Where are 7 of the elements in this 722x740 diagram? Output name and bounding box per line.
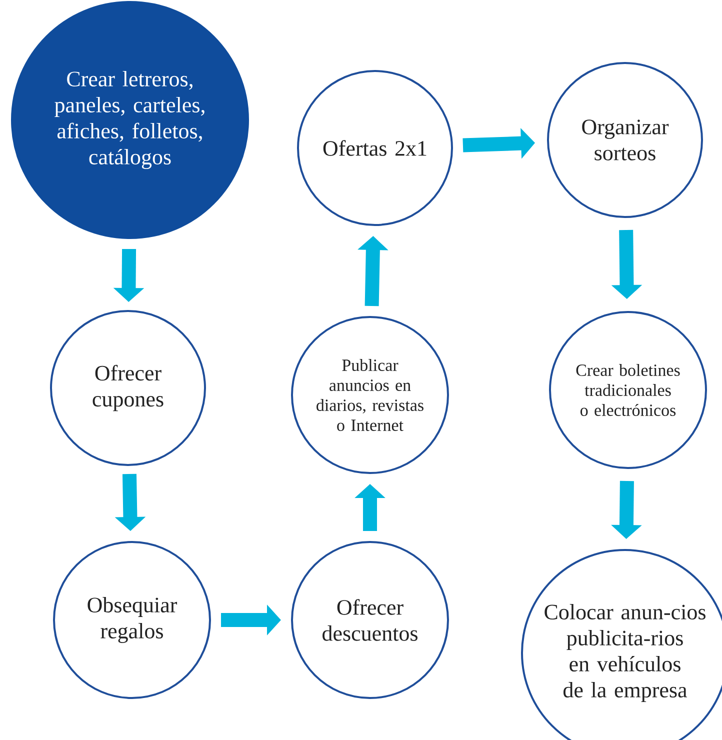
circle-node: Ofertas 2x1 (297, 70, 453, 226)
circle-node: Ofrecer descuentos (291, 541, 449, 699)
circle-node: Publicar anuncios en diarios, revistas o Internet (291, 316, 449, 474)
circle-node: Obsequiar regalos (53, 541, 211, 699)
circle-node: Crear boletines tradicionales o electrónicos (549, 311, 707, 469)
circle-node: Ofrecer cupones (50, 310, 206, 466)
circle-node: Organizar sorteos (547, 62, 703, 218)
